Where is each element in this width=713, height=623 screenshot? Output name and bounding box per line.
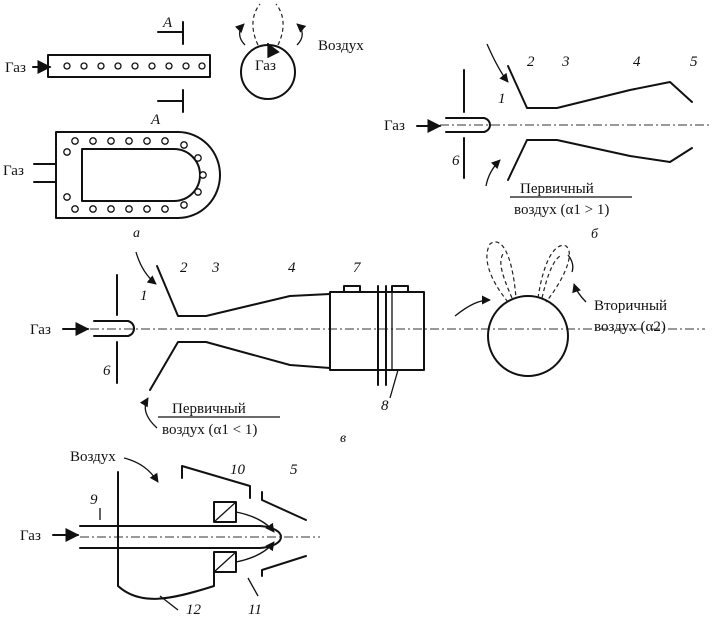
flame-outline-right [275,3,284,46]
flow-arrow-c [454,295,491,317]
nozzle-tip-c [127,320,135,337]
nozzle-tip-b [483,117,491,133]
tube-holes [63,62,206,70]
num-2-c: 2 [180,260,188,276]
secondary-air-formula: воздух (α2) [594,319,666,335]
panel-label-c: в [340,431,346,446]
gas-label-a1: Газ [5,60,26,76]
mixer-bottom-c [149,341,331,391]
swirler-bottom-blade [213,551,237,573]
num-3-b: 3 [561,54,570,70]
num-4-c: 4 [288,260,296,276]
num-6-c: 6 [103,363,111,379]
ring-holes [63,137,207,213]
swirl-arrow-bottom [235,541,275,563]
primary-air-arrow-b-top [486,43,509,83]
gas-label-d: Газ [20,528,41,544]
primary-air-title-b: Первичный [520,181,594,197]
air-arrow-d [123,457,159,483]
flame-lobe-right-inner [541,255,561,299]
secondary-air-title: Вторичный [594,298,667,314]
num-1-c: 1 [140,288,148,304]
air-arrow-right [296,23,307,46]
primary-air-lean: воздух (α1 < 1) [162,422,257,438]
num-10-d: 10 [230,462,246,478]
swirler-top-blade [213,501,237,523]
gas-label-section: Газ [255,58,276,74]
num-4-b: 4 [633,54,641,70]
perforated-tube [47,54,211,78]
num-7-c: 7 [353,260,362,276]
primary-air-arrow-b-bottom [485,159,501,187]
primary-air-rich: воздух (α1 > 1) [514,202,609,218]
outlet-bottom-5 [261,555,307,577]
gas-label-a2: Газ [3,163,24,179]
air-arrow-left [234,23,246,46]
flame-lobe-left-outer [486,241,517,303]
mixer-top-b [507,65,693,109]
leader-12 [159,595,179,611]
air-label-d: Воздух [70,449,116,465]
panel-c: Газ 1 2 3 4 7 6 8 Первичный воздух (α1 <… [30,241,705,446]
num-11-d: 11 [248,602,262,618]
gas-label-b: Газ [384,118,405,134]
leader-8 [389,369,399,399]
gas-label-c: Газ [30,322,51,338]
section-label-top: А [162,15,173,31]
num-2-b: 2 [527,54,535,70]
ring-burner-outer [55,131,221,219]
secondary-air-arrow [572,283,587,303]
panel-b: Газ 1 2 3 4 5 6 Первичный воздух (α1 > 1… [384,43,712,242]
housing-top-d [181,465,251,499]
secondary-air-arrow-head [567,254,574,273]
primary-air-arrow-c-bottom [139,397,158,429]
num-5-b: 5 [690,54,698,70]
num-5-d: 5 [290,462,298,478]
gas-up-arrow [267,42,280,59]
ports-7 [343,285,409,293]
flame-lobe-right-outer [537,244,570,303]
primary-air-title-c: Первичный [172,401,246,417]
ring-burner-inner [81,148,201,202]
leader-11 [247,577,259,597]
swirl-arrow-top [235,511,275,533]
outlet-top-5 [261,491,307,521]
air-chamber-12 [117,471,215,600]
num-3-c: 3 [211,260,220,276]
panel-label-b: б [591,227,599,242]
flame-lobe-left-inner [500,253,513,299]
num-8-c: 8 [381,398,389,414]
tunnel-break [377,285,387,386]
mixer-top-c [156,265,331,317]
secondary-circle [487,295,569,377]
primary-air-arrow-c-top [135,251,157,285]
flame-outline-left [252,3,261,46]
num-9-d: 9 [90,492,98,508]
num-12-d: 12 [186,602,202,618]
num-1-b: 1 [498,91,506,107]
air-label-section: Воздух [318,38,364,54]
section-label-bottom: А [150,112,161,128]
mixer-bottom-b [507,139,693,181]
panel-label-a: а [133,226,140,241]
panel-a: Газ А А Газ Воздух Газ [3,3,364,241]
panel-d: Воздух Газ 9 10 5 11 12 [20,449,320,618]
num-6-b: 6 [452,153,460,169]
